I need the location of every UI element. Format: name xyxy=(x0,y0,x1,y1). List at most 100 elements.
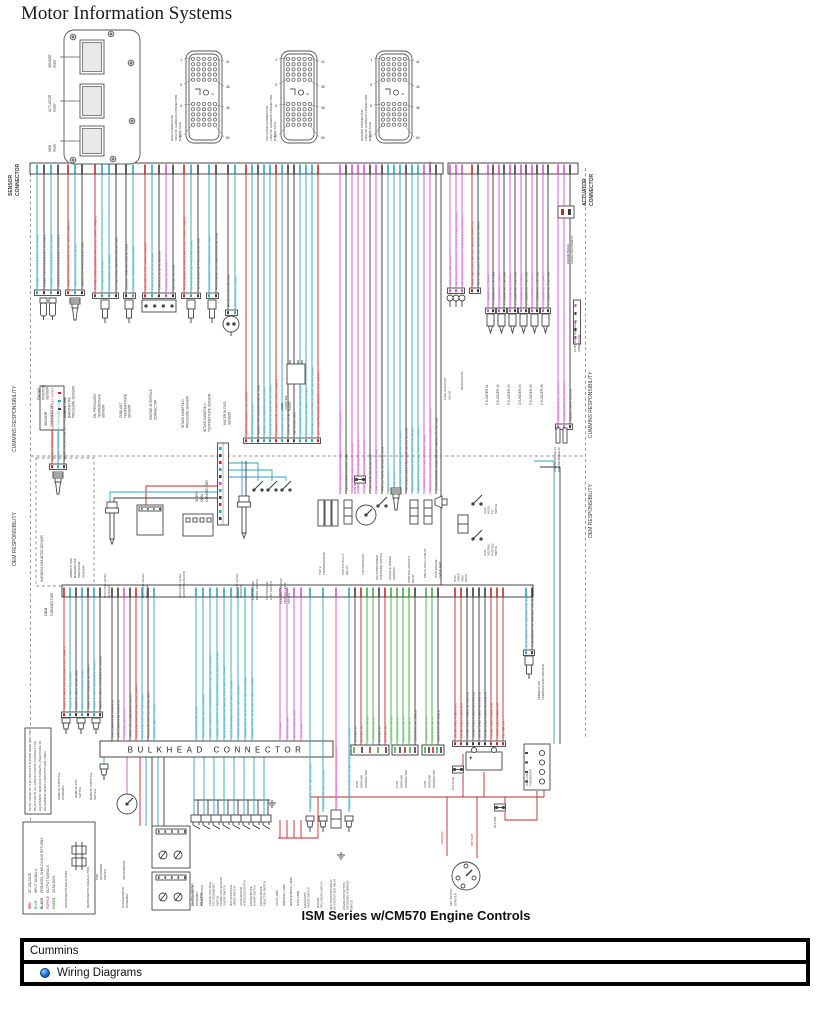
pin-hole xyxy=(201,56,207,62)
pin-tick xyxy=(58,408,61,410)
section-label: SENSOR xyxy=(8,174,14,196)
pin-tick xyxy=(455,164,457,174)
pin-tick xyxy=(496,742,498,746)
pin-hole xyxy=(190,67,196,72)
shape xyxy=(164,876,167,879)
legend-meaning: DATALINKS xyxy=(52,876,56,893)
wire-label: AMBIENT AIR TEMPERATURE SIGNAL xyxy=(262,386,266,435)
connector-pin-number: 10 xyxy=(273,134,277,138)
pin-tick xyxy=(472,587,474,597)
wire-label: ENGINE PROTECTION SHUTDOWN OVERRIDE SWIT… xyxy=(347,727,351,809)
pin-hole xyxy=(291,101,296,107)
pin-hole xyxy=(207,56,212,62)
wire-label: TOP 2 LOCKOUT/LOW GEAR ACTUATOR xyxy=(356,439,360,491)
connector-key-number: 01 xyxy=(211,92,215,96)
shape xyxy=(288,488,292,492)
component-label: CYLINDER #1 xyxy=(485,384,489,405)
pin-tick xyxy=(158,164,160,174)
pin-tick xyxy=(428,747,430,753)
key-glyph xyxy=(392,89,400,96)
pin-hole xyxy=(302,112,307,117)
pin-hole xyxy=(285,77,291,82)
pin-tick xyxy=(305,164,307,174)
pin-tick xyxy=(57,164,59,174)
footer-brand-row: Cummins xyxy=(23,941,807,961)
legend-meaning: OUTPUT SIGNALS xyxy=(46,865,50,893)
pin-tick xyxy=(293,439,295,443)
component-label: REMOTE THROTTLE xyxy=(57,772,61,800)
pin-tick xyxy=(547,309,549,313)
wire xyxy=(373,103,383,106)
pin-hole xyxy=(402,117,408,122)
shape xyxy=(222,315,240,333)
pin-tick xyxy=(172,294,174,298)
wire-label: J1708 DATA LINK (-) xyxy=(395,717,399,742)
shape xyxy=(109,512,115,540)
wire-label: WASTEGATE ACTUATOR 1 - SUPPLY SOLENOID (… xyxy=(454,211,458,285)
shape xyxy=(319,820,327,828)
pin-hole xyxy=(196,122,201,127)
pin-connector xyxy=(469,287,481,294)
shape xyxy=(159,508,161,510)
shape xyxy=(161,304,165,308)
pin-tick xyxy=(125,294,127,298)
sensor-connector-bus xyxy=(29,162,444,175)
pin-hole xyxy=(386,107,391,112)
connector-key-number: 02 xyxy=(306,92,310,96)
component-label: SWITCH xyxy=(287,593,291,604)
legend-color-name: BLACK xyxy=(40,897,44,909)
shape xyxy=(61,717,71,724)
section-label: 6-PIN xyxy=(395,781,399,788)
pin-hole xyxy=(402,67,408,72)
connector-pin-number: 10 xyxy=(368,134,372,138)
wire-label: ENGINE POSITION SENSOR 2 (+) SIGNAL xyxy=(49,234,53,287)
shape xyxy=(232,322,236,326)
component-label: PRESSURE SENSOR xyxy=(185,395,189,428)
pin-tick xyxy=(408,587,410,597)
shape xyxy=(219,447,222,450)
footer-item-row[interactable]: Wiring Diagrams xyxy=(23,963,807,983)
shape xyxy=(562,427,568,444)
component-label: AIR CONDITIONER xyxy=(375,555,379,580)
wire xyxy=(183,124,193,136)
shape xyxy=(455,875,461,881)
component-label: MAX OPERATING xyxy=(229,885,233,906)
pin-tick xyxy=(281,439,283,443)
shape xyxy=(219,503,222,506)
pin-tick xyxy=(165,164,167,174)
pin-hole xyxy=(212,122,218,127)
wire-label: OFF-IDLE SWITCH SIGNAL xyxy=(152,703,156,738)
pin-tick xyxy=(369,747,371,753)
wire-label: MAG/MECH VEHICLE SPEED SENSOR (+) SIGNAL xyxy=(410,427,414,491)
connector-view-inner xyxy=(283,53,315,141)
pin-tick xyxy=(74,164,76,174)
wire-label: MAG/MECH VEHICLE SPEED SENSOR (-) SIGNAL xyxy=(416,427,420,491)
pin-hole xyxy=(386,67,391,72)
wire xyxy=(405,58,415,62)
component-label: ENGINE BRAKE #1 xyxy=(553,447,557,472)
section-label: BATTERY xyxy=(470,833,474,846)
pin-connector xyxy=(123,292,136,299)
footer-panel: Cummins Wiring Diagrams xyxy=(20,938,810,986)
shape xyxy=(199,517,205,523)
component-label: SENSOR xyxy=(107,584,111,598)
connector-pin-number: 50 xyxy=(226,136,230,140)
wire-label: COOLANT LEVEL +5 VOLT SUPPLY (VREF5) xyxy=(274,379,278,435)
shape xyxy=(574,336,577,339)
wire xyxy=(465,869,473,877)
pin-tick xyxy=(557,425,559,429)
component-label: IDLE SHUTDOWN RELAY xyxy=(329,879,333,910)
shape xyxy=(306,820,314,828)
shape xyxy=(102,308,108,319)
pin-tick xyxy=(123,587,125,597)
wire-label: CYLINDER NO. 4 RETURN xyxy=(524,272,528,305)
pin-tick xyxy=(404,747,406,753)
wire-label: MAINTENANCE LAMP xyxy=(292,710,296,738)
connection-line xyxy=(228,462,259,481)
shape xyxy=(538,759,546,766)
shape xyxy=(125,802,129,806)
component-label: FAN CLUTCH 1 xyxy=(341,553,345,575)
pin-tick xyxy=(190,294,192,298)
pin-hole xyxy=(402,62,408,67)
shape xyxy=(574,320,577,323)
